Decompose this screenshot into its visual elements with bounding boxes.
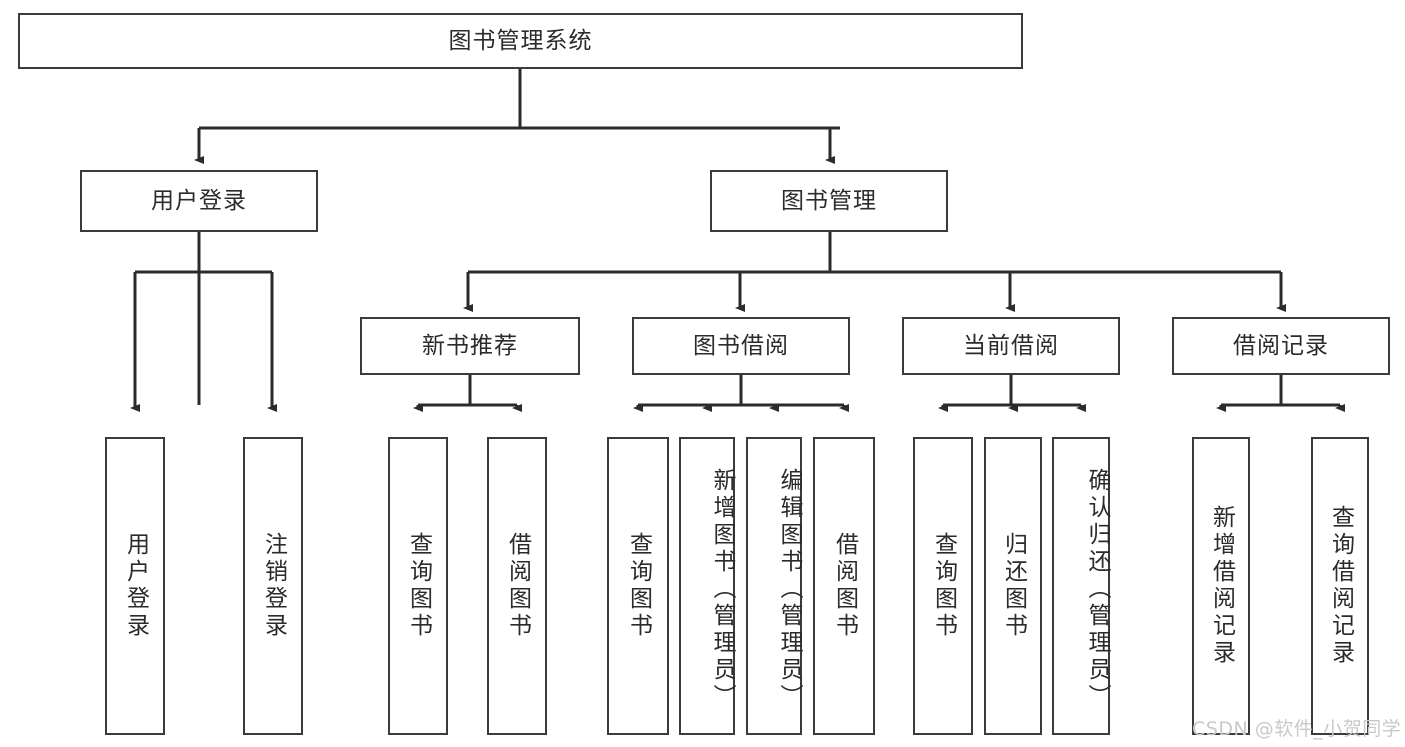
leaf-query-book-borrow[interactable]: 查询图书 bbox=[607, 437, 669, 735]
leaf-add-borrow-record[interactable]: 新增借阅记录 bbox=[1192, 437, 1250, 735]
leaf-edit-book-admin[interactable]: 编辑图书（管理员） bbox=[746, 437, 802, 735]
node-new-book-recommend[interactable]: 新书推荐 bbox=[360, 317, 580, 375]
leaf-borrow-book-recommend[interactable]: 借阅图书 bbox=[487, 437, 547, 735]
leaf-borrow-book[interactable]: 借阅图书 bbox=[813, 437, 875, 735]
node-book-management[interactable]: 图书管理 bbox=[710, 170, 948, 232]
node-book-borrow[interactable]: 图书借阅 bbox=[632, 317, 850, 375]
leaf-return-book[interactable]: 归还图书 bbox=[984, 437, 1042, 735]
leaf-query-book-current[interactable]: 查询图书 bbox=[913, 437, 973, 735]
leaf-user-login[interactable]: 用户登录 bbox=[105, 437, 165, 735]
watermark-text: CSDN @软件_小贺同学 bbox=[1192, 718, 1402, 740]
node-current-borrow[interactable]: 当前借阅 bbox=[902, 317, 1120, 375]
leaf-user-logout[interactable]: 注销登录 bbox=[243, 437, 303, 735]
node-user-login[interactable]: 用户登录 bbox=[80, 170, 318, 232]
leaf-confirm-return-admin[interactable]: 确认归还（管理员） bbox=[1052, 437, 1110, 735]
leaf-add-book-admin[interactable]: 新增图书（管理员） bbox=[679, 437, 735, 735]
node-root[interactable]: 图书管理系统 bbox=[18, 13, 1023, 69]
leaf-query-borrow-record[interactable]: 查询借阅记录 bbox=[1311, 437, 1369, 735]
node-borrow-record[interactable]: 借阅记录 bbox=[1172, 317, 1390, 375]
leaf-query-book-recommend[interactable]: 查询图书 bbox=[388, 437, 448, 735]
